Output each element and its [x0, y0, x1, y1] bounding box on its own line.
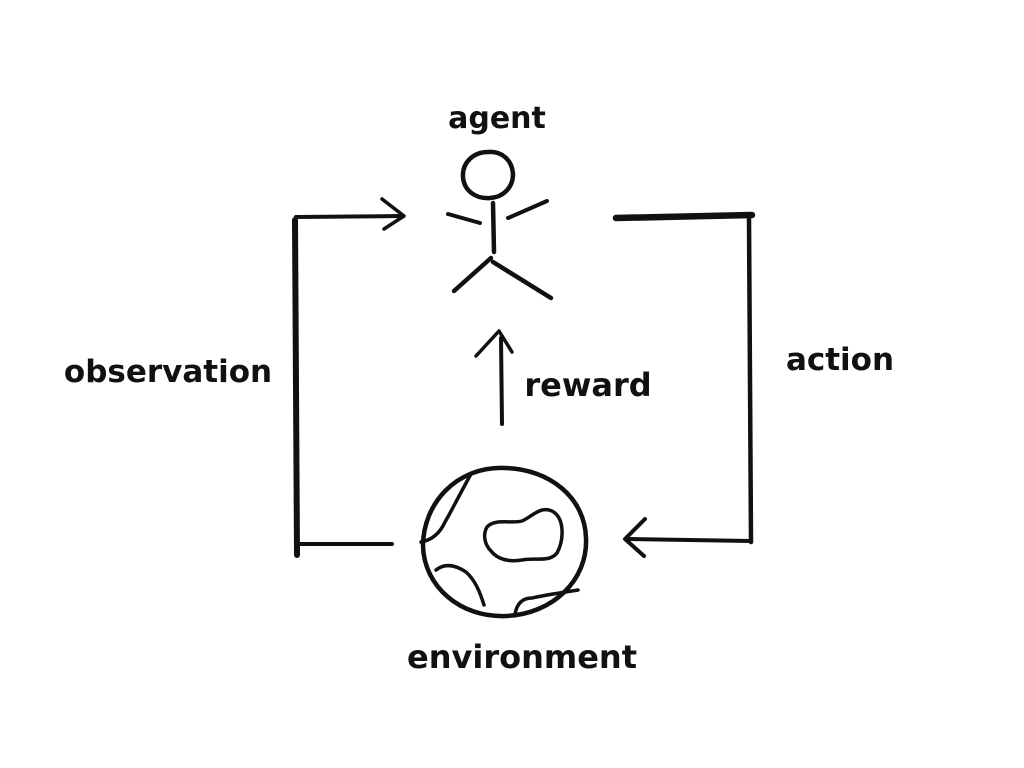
- observation-arrow: [292, 197, 406, 558]
- stick-figure-icon: [446, 149, 554, 301]
- observation-label: observation: [64, 354, 272, 390]
- globe-icon: [419, 465, 589, 619]
- environment-label: environment: [407, 638, 637, 676]
- reward-arrow: [474, 329, 514, 426]
- action-arrow: [612, 211, 756, 558]
- reward-label: reward: [524, 366, 651, 404]
- action-label: action: [786, 342, 894, 378]
- agent-label: agent: [448, 101, 546, 136]
